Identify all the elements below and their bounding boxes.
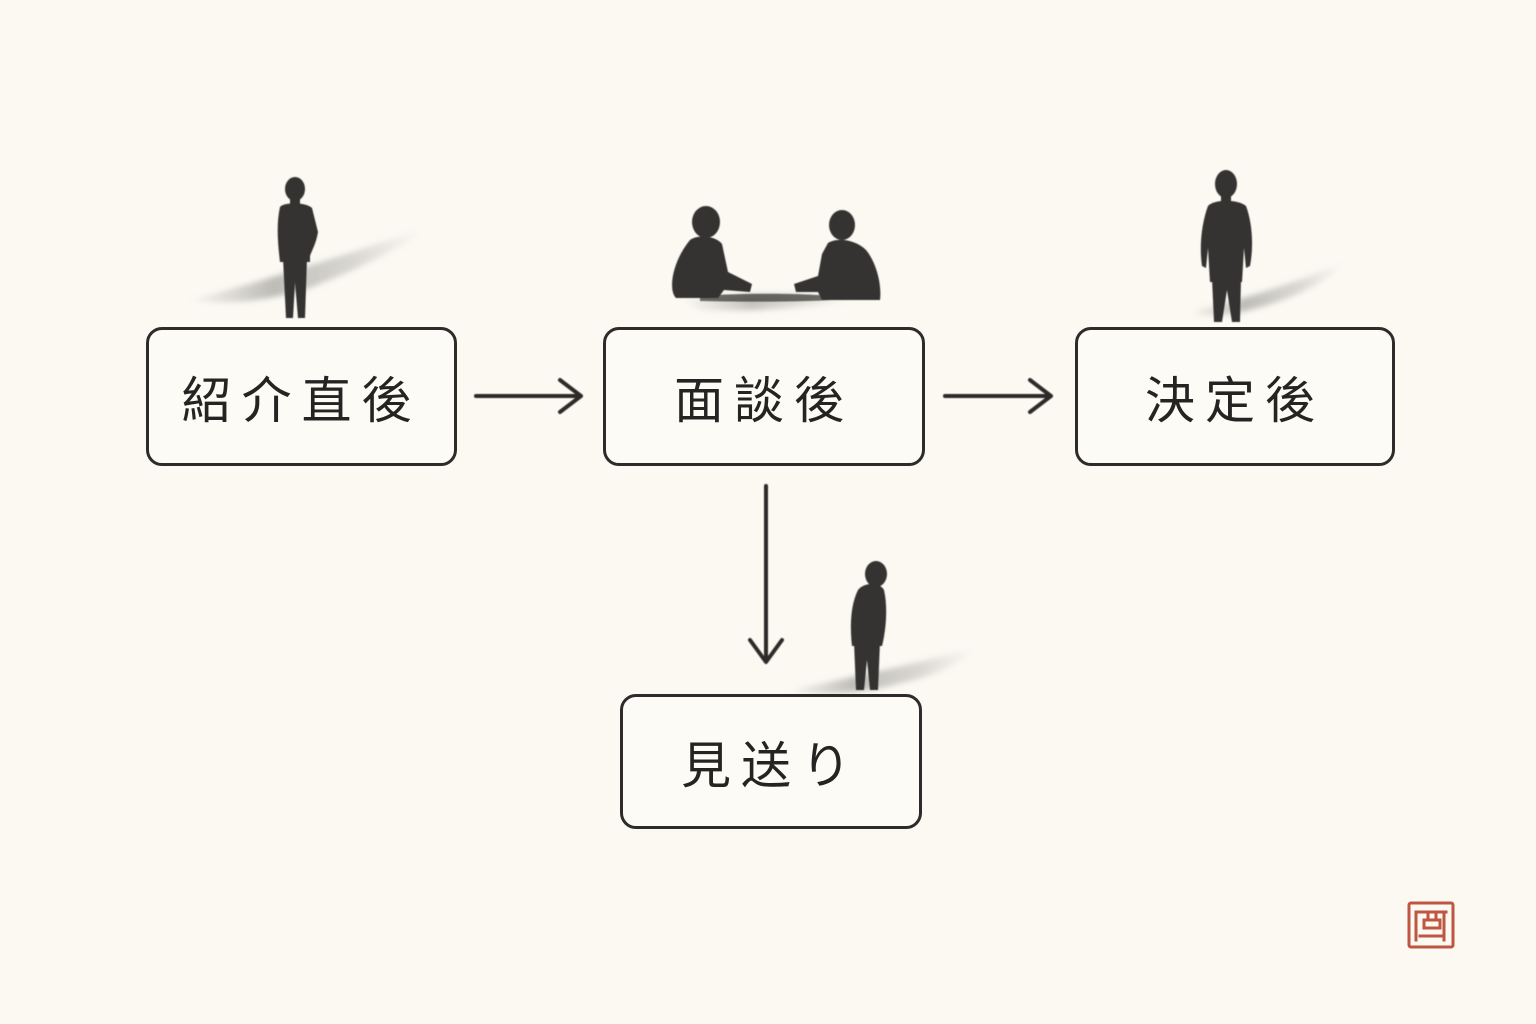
standing-person-back-icon xyxy=(1190,170,1345,322)
stage-decided-box: 決定後 xyxy=(1075,327,1395,466)
stage-declined-box: 見送り xyxy=(620,694,922,829)
arrow-intro-to-meeting xyxy=(474,378,583,414)
stage-meeting-box: 面談後 xyxy=(603,327,925,466)
arrow-meeting-to-decided xyxy=(943,378,1053,414)
stage-decided-label: 決定後 xyxy=(1145,371,1325,430)
red-seal-stamp-icon xyxy=(1407,901,1455,949)
bowing-person-icon xyxy=(790,561,975,694)
stage-meeting-label: 面談後 xyxy=(674,371,854,430)
stage-intro-box: 紹介直後 xyxy=(146,327,457,466)
standing-person-icon xyxy=(190,177,425,318)
arrow-meeting-to-declined xyxy=(748,484,784,664)
two-people-talking-icon xyxy=(672,206,881,311)
stage-intro-label: 紹介直後 xyxy=(181,371,422,430)
stage-declined-label: 見送り xyxy=(681,736,861,795)
